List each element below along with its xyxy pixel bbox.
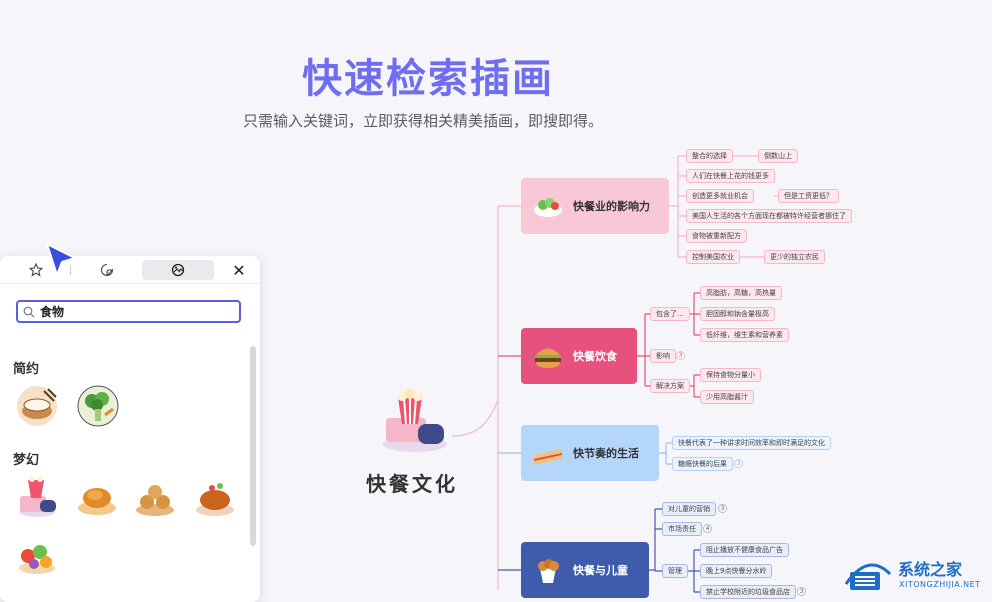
fast-food-illustration <box>378 388 452 454</box>
mindmap-center-topic[interactable]: 快餐文化 <box>366 472 458 496</box>
subtopic[interactable]: 管理 <box>662 564 688 578</box>
section-label-simple: 简约 <box>13 362 40 377</box>
subtopic[interactable]: 糖瘾快餐的后果 <box>672 457 733 471</box>
panel-scrollbar[interactable] <box>250 346 256 546</box>
subtopic[interactable]: 人们在快餐上花的钱更多 <box>686 169 775 183</box>
subtopic-detail[interactable]: 保持食物分量小 <box>700 368 761 382</box>
branch-label: 快餐业的影响力 <box>573 200 650 213</box>
subtopic-detail[interactable]: 晚上9点快餐分水岭 <box>700 564 773 578</box>
pointer-cursor-icon <box>46 243 76 276</box>
collapsed-count-badge[interactable]: 3 <box>797 587 806 596</box>
close-icon[interactable]: ✕ <box>232 260 246 280</box>
section-label-dreamy: 梦幻 <box>13 453 40 468</box>
tab-favorites[interactable] <box>26 260 46 280</box>
subtopic[interactable]: 包含了... <box>650 307 690 321</box>
star-icon <box>29 263 43 277</box>
roast-turkey-thumbnail[interactable] <box>192 474 238 520</box>
tab-divider <box>70 265 71 275</box>
subtopic-detail[interactable]: 禁止学校附近的垃圾食品店 <box>700 585 796 599</box>
subtopic-detail[interactable]: 少用高脂酱汁 <box>700 390 754 404</box>
panel-tabs: ✕ <box>0 256 260 284</box>
branch-label: 快节奏的生活 <box>573 447 639 460</box>
salad-icon <box>534 198 562 217</box>
burger-icon <box>535 348 561 368</box>
subtopic[interactable]: 创造更多就业机会 <box>686 189 754 203</box>
vegetables-thumbnail[interactable] <box>14 532 60 578</box>
collapsed-count-badge[interactable]: 3 <box>676 351 685 360</box>
search-field[interactable] <box>16 300 241 323</box>
search-icon <box>23 306 35 317</box>
branch-children[interactable]: 快餐与儿童 <box>521 542 649 598</box>
collapsed-count-badge[interactable]: 3 <box>718 504 727 513</box>
branch-label: 快餐与儿童 <box>573 564 628 577</box>
subtopic-detail[interactable]: 更少的独立农民 <box>764 250 825 264</box>
watermark-logo <box>844 563 892 590</box>
branch-diet[interactable]: 快餐饮食 <box>521 328 637 384</box>
subtopic[interactable]: 控制美国农业 <box>686 250 740 264</box>
subtopic[interactable]: 整合的选择 <box>686 149 733 163</box>
watermark-text: 系统之家 <box>898 560 963 579</box>
watermark-url: XITONGZHIJIA.NET <box>899 580 981 589</box>
subtopic-detail[interactable]: 但是工资更低？ <box>778 189 839 203</box>
fried-chicken-icon <box>538 559 559 583</box>
subtopic-detail[interactable]: 低纤维，维生素和营养素 <box>700 328 789 342</box>
broccoli-thumbnail[interactable] <box>75 383 121 429</box>
branch-label: 快餐饮食 <box>573 350 617 363</box>
tab-illustrations[interactable] <box>142 260 214 280</box>
illustration-panel: ✕ 简约 梦幻 <box>0 256 260 602</box>
branch-fast-pace[interactable]: 快节奏的生活 <box>521 425 659 481</box>
subtopic[interactable]: 市场责任 <box>662 522 702 536</box>
subtopic[interactable]: 食物被重新配方 <box>686 229 747 243</box>
subtopic[interactable]: 影响 <box>650 349 676 363</box>
bread-rolls-thumbnail[interactable] <box>132 474 178 520</box>
sticker-icon <box>100 263 114 277</box>
collapsed-count-badge[interactable]: 4 <box>703 524 712 533</box>
sandwich-icon <box>534 449 562 465</box>
roast-chicken-thumbnail[interactable] <box>74 474 120 520</box>
dumpling-steamer-thumbnail[interactable] <box>14 383 60 429</box>
subtopic[interactable]: 快餐代表了一种讲求时间效率和即时满足的文化 <box>672 436 831 450</box>
hero-subtitle: 只需输入关键词，立即获得相关精美插画，即搜即得。 <box>242 112 603 130</box>
tab-stickers[interactable] <box>97 260 117 280</box>
illustration-icon <box>171 263 185 277</box>
subtopic-detail[interactable]: 阻止播放不健康食品广告 <box>700 543 789 557</box>
subtopic-detail[interactable]: 倒数山上 <box>758 149 798 163</box>
search-input[interactable] <box>40 304 230 319</box>
branch-influence[interactable]: 快餐业的影响力 <box>521 178 669 234</box>
hero-title: 快速检索插画 <box>302 56 554 102</box>
subtopic[interactable]: 美国人生活的各个方面现在都被特许经营者挪住了 <box>686 209 852 223</box>
fast-food-popcorn-thumbnail[interactable] <box>14 474 60 520</box>
subtopic[interactable]: 解决方案 <box>650 379 690 393</box>
subtopic-detail[interactable]: 高脂肪，高糖，高热量 <box>700 286 782 300</box>
subtopic[interactable]: 对儿童的营销 <box>662 502 716 516</box>
subtopic-detail[interactable]: 胆固醇和钠含量极高 <box>700 307 775 321</box>
collapsed-count-badge[interactable]: 3 <box>734 459 743 468</box>
